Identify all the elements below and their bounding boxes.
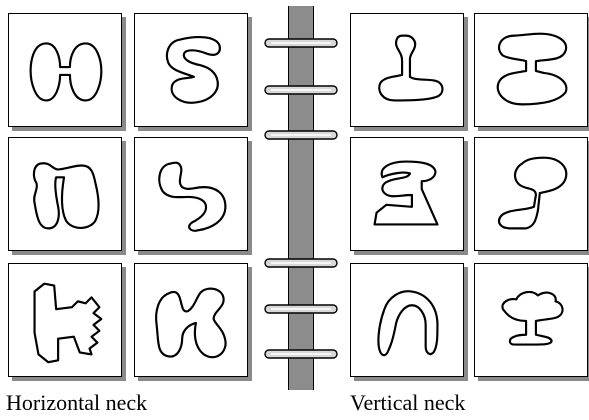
shape-tile-vertical-1	[350, 13, 464, 127]
binder-ring	[263, 37, 339, 49]
arch-shape	[378, 291, 437, 355]
binder-spine	[288, 6, 314, 390]
tree-shape	[502, 292, 562, 345]
shape-tile-vertical-4	[474, 137, 588, 251]
caption-horizontal-neck: Horizontal neck	[6, 390, 147, 416]
double-loop-shape	[34, 163, 99, 228]
binder-ring	[263, 84, 339, 96]
knob-on-base-shape	[379, 36, 442, 101]
shape-tile-horizontal-6	[134, 263, 248, 377]
shape-tile-vertical-3	[350, 137, 464, 251]
spool-shape	[498, 34, 567, 105]
shape-tile-horizontal-5	[8, 263, 122, 377]
binder-ring	[263, 348, 339, 360]
caption-vertical-neck: Vertical neck	[350, 390, 465, 416]
shape-tile-horizontal-1	[8, 13, 122, 127]
shape-tile-vertical-6	[474, 263, 588, 377]
shape-tile-horizontal-2	[134, 13, 248, 127]
binder-ring	[263, 129, 339, 141]
tilted-cap-shape	[499, 158, 566, 229]
dumbbell-shape	[31, 43, 102, 100]
binder-ring	[263, 303, 339, 315]
shape-tile-horizontal-3	[8, 137, 122, 251]
jagged-block-shape	[35, 284, 102, 363]
shape-tile-horizontal-4	[134, 137, 248, 251]
hook-shape	[167, 37, 220, 103]
twisted-loop-shape	[156, 289, 225, 358]
curl-shape	[159, 163, 225, 231]
ramp-shape	[375, 162, 438, 225]
shape-tile-vertical-2	[474, 13, 588, 127]
shape-tile-vertical-5	[350, 263, 464, 377]
binder-ring	[263, 257, 339, 269]
